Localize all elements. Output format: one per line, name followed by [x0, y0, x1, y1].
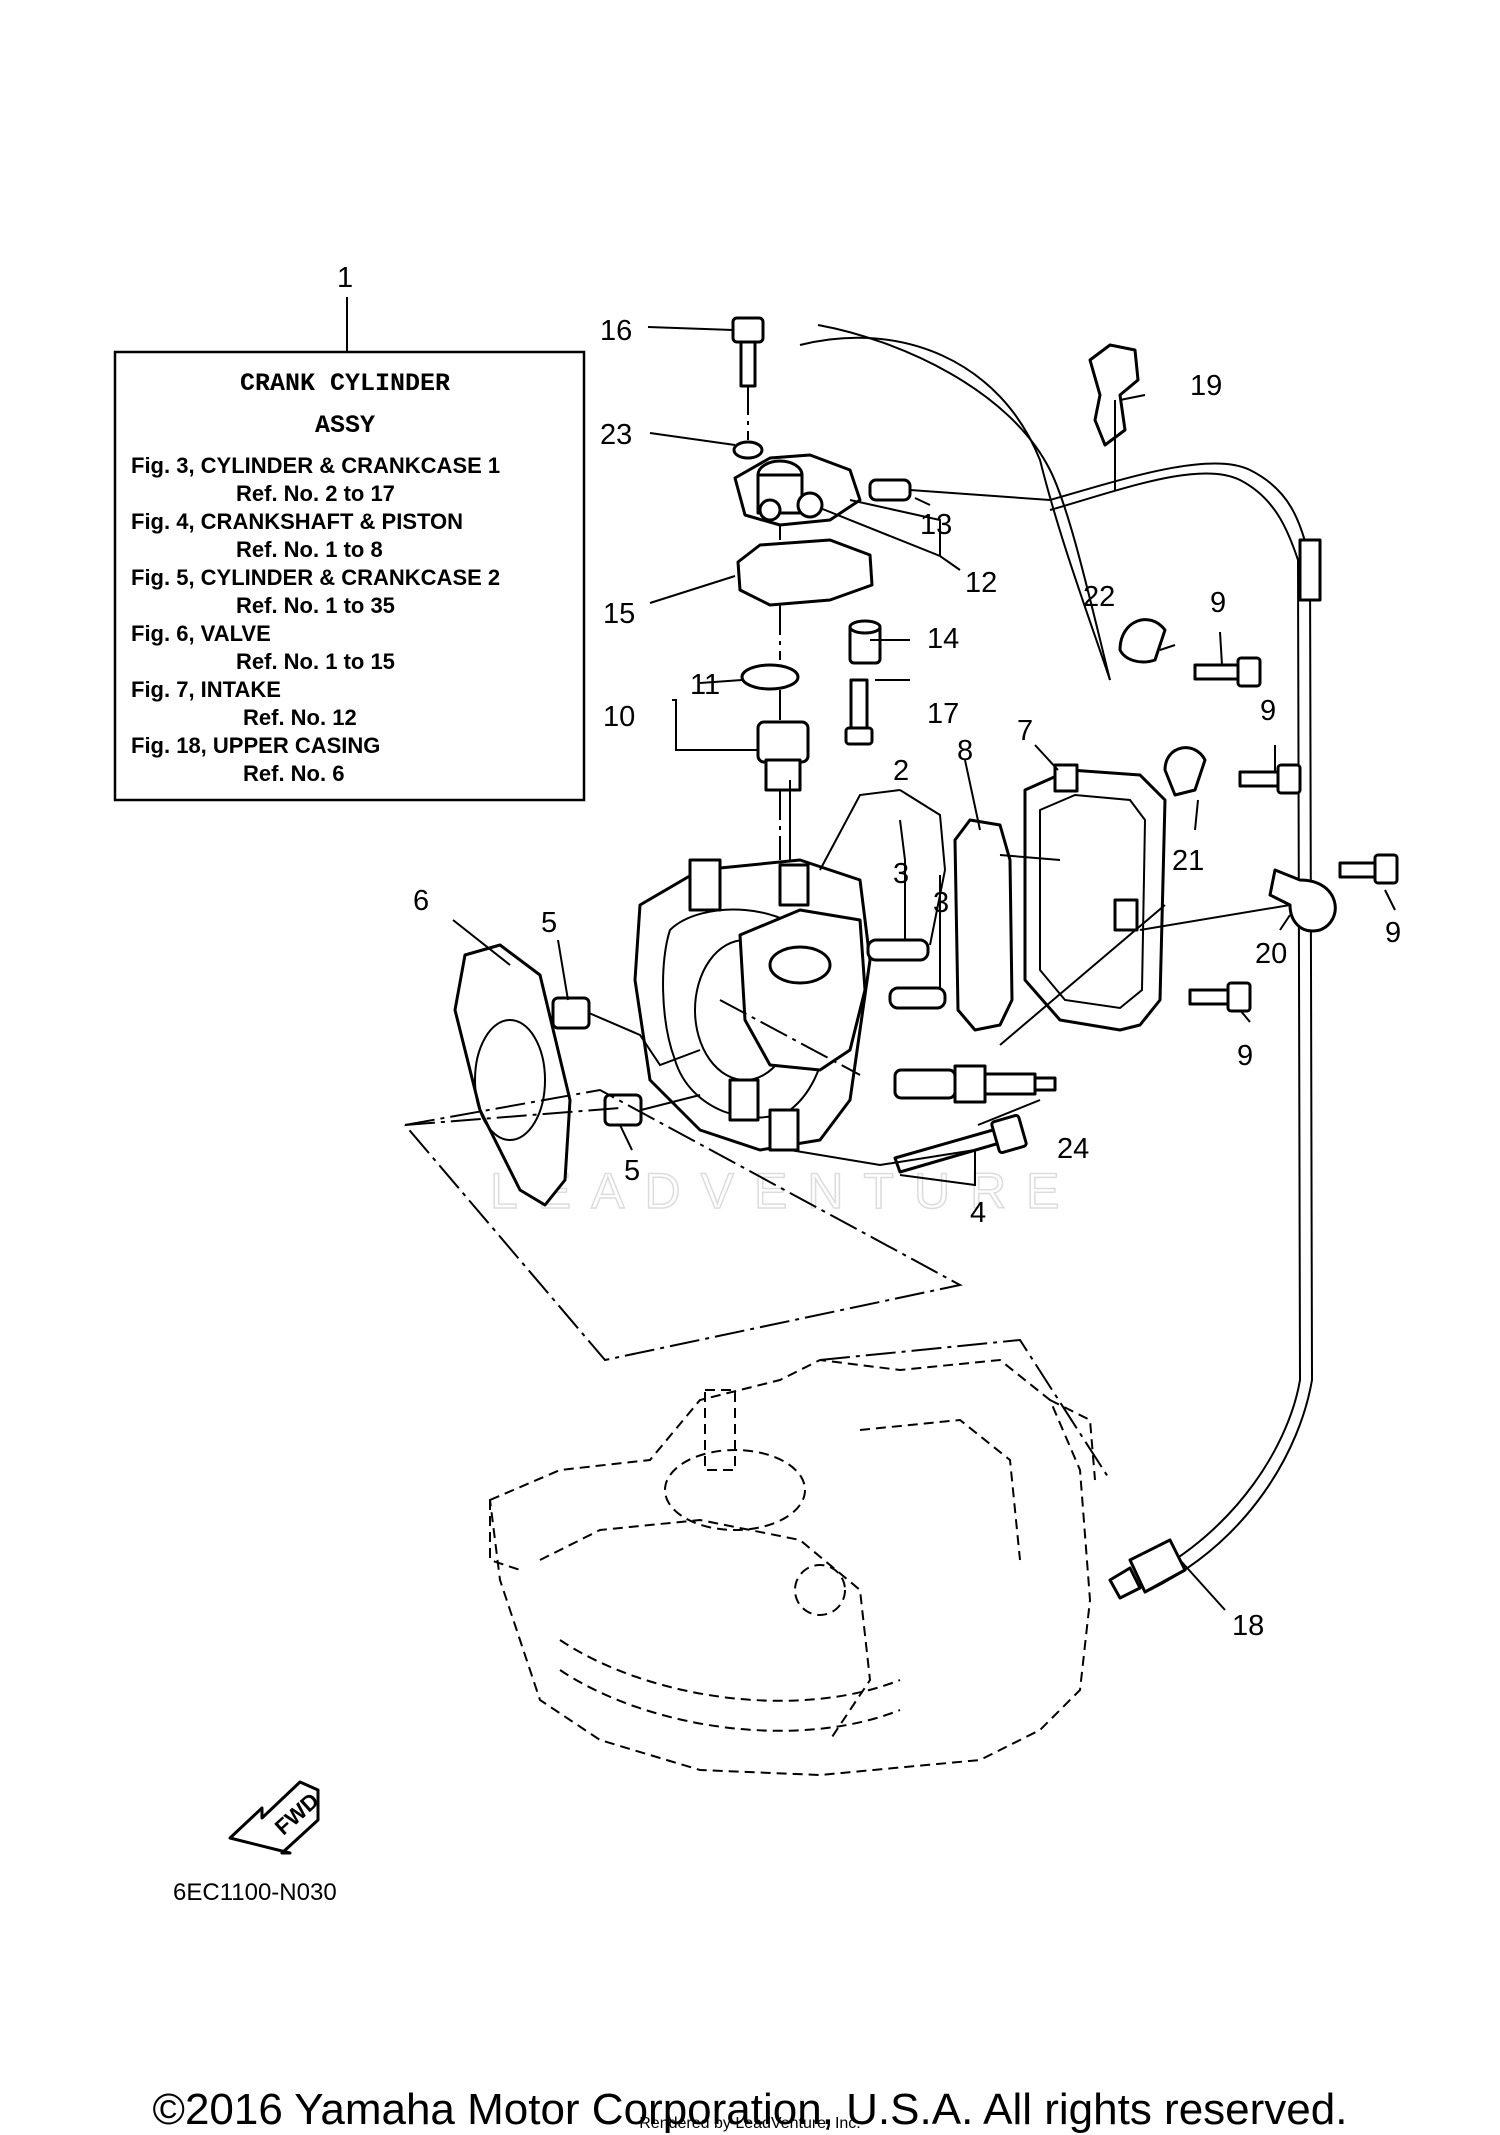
box-line-6: Ref. No. 1 to 35 [236, 593, 395, 618]
callout-20: 20 [1255, 938, 1287, 970]
bolt-17 [731, 316, 765, 388]
clip-19 [1088, 343, 1140, 447]
callout-11: 11 [690, 669, 720, 701]
callout-9-c: 9 [1385, 917, 1401, 949]
callout-5-a: 5 [541, 907, 557, 939]
box-line-10: Ref. No. 12 [243, 705, 357, 730]
callout-21: 21 [1172, 845, 1204, 877]
bolt-9-right [1338, 853, 1399, 885]
rendered-by-text: Rendered by LeadVenture, Inc. [639, 2115, 861, 2132]
callout-16: 15 [603, 598, 635, 630]
callout-19: 19 [1190, 370, 1222, 402]
callout-5-b: 5 [624, 1155, 640, 1187]
cylinder-block-2 [633, 858, 872, 1152]
bolt-9-mid [1238, 763, 1302, 795]
thermostat-cover-12 [733, 453, 862, 527]
collar-14 [848, 619, 882, 665]
callout-9-b: 9 [1260, 695, 1276, 727]
box-line-2: Ref. No. 2 to 17 [236, 481, 395, 506]
callout-15: 17 [927, 698, 959, 730]
dowel-3-lower [888, 986, 947, 1010]
callout-9-a: 9 [1210, 587, 1226, 619]
box-line-5: Fig. 5, CYLINDER & CRANKCASE 2 [131, 565, 500, 590]
callout-18: 18 [1232, 1610, 1264, 1642]
clamp-20 [1268, 868, 1337, 933]
bolt-4 [893, 1113, 1028, 1174]
cable-18 [817, 324, 1322, 1600]
watermark: LEADVENTURE [490, 1163, 1080, 1219]
callout-labels: 16 23 15 11 10 13 12 14 17 19 22 9 9 21 … [413, 315, 1401, 1642]
box-line-1: Fig. 3, CYLINDER & CRANKCASE 1 [131, 453, 500, 478]
callout-6: 6 [413, 885, 429, 917]
bolt-9-top [1193, 656, 1262, 688]
diagram-code: 6EC1100-N030 [173, 1879, 337, 1906]
callout-8: 8 [957, 735, 973, 767]
clip-21 [1163, 746, 1207, 797]
callout-22: 22 [1083, 581, 1115, 613]
callout-1: 1 [337, 262, 353, 294]
box-title-line2: ASSY [315, 411, 375, 440]
washer-11 [740, 663, 800, 691]
box-line-7: Fig. 6, VALVE [131, 621, 271, 646]
callout-9-d: 9 [1237, 1040, 1253, 1072]
callout-23: 23 [600, 419, 632, 451]
clip-22 [1118, 618, 1167, 664]
callout-2: 2 [893, 755, 909, 787]
dowel-3-upper [866, 938, 930, 962]
callout-3-a: 3 [893, 858, 909, 890]
callout-7: 7 [1017, 715, 1033, 747]
box-line-12: Ref. No. 6 [243, 761, 344, 786]
callout-10: 10 [603, 701, 635, 733]
washer-23 [732, 440, 764, 460]
center-lines [404, 336, 1111, 1481]
gasket-16 [736, 538, 874, 607]
box-line-9: Fig. 7, INTAKE [131, 677, 281, 702]
bolt-15 [844, 678, 874, 746]
bolt-9-lower [1188, 981, 1252, 1013]
spark-plug-24 [893, 1064, 1057, 1104]
hose-fitting-13 [868, 478, 1051, 502]
callout-14: 14 [927, 623, 959, 655]
head-gasket-bore [474, 1019, 546, 1141]
callout-3-b: 3 [933, 887, 949, 919]
leader-lines [452, 326, 1396, 1611]
callout-17: 16 [600, 315, 632, 347]
callout-12: 12 [965, 567, 997, 599]
dowel-5-upper [551, 996, 591, 1030]
gasket-8 [953, 818, 1014, 1032]
cylinder-head-cover-7 [1023, 763, 1167, 1032]
box-title-line1: CRANK CYLINDER [240, 369, 450, 398]
info-box: 1 CRANK CYLINDER ASSY Fig. 3, CYLINDER &… [113, 262, 586, 802]
fwd-arrow: FWD [228, 1780, 324, 1855]
box-line-8: Ref. No. 1 to 15 [236, 649, 395, 674]
box-line-11: Fig. 18, UPPER CASING [131, 733, 380, 758]
callout-13: 13 [920, 509, 952, 541]
head-gasket-6 [453, 943, 572, 1207]
crankcase-outline [488, 1358, 1096, 1777]
copyright-text: ©2016 Yamaha Motor Corporation, U.S.A. A… [152, 2085, 1348, 2134]
callout-24: 24 [1057, 1133, 1089, 1165]
thermostat-10 [756, 720, 810, 792]
box-line-4: Ref. No. 1 to 8 [236, 537, 383, 562]
callout-4: 4 [970, 1197, 986, 1229]
box-line-3: Fig. 4, CRANKSHAFT & PISTON [131, 509, 463, 534]
